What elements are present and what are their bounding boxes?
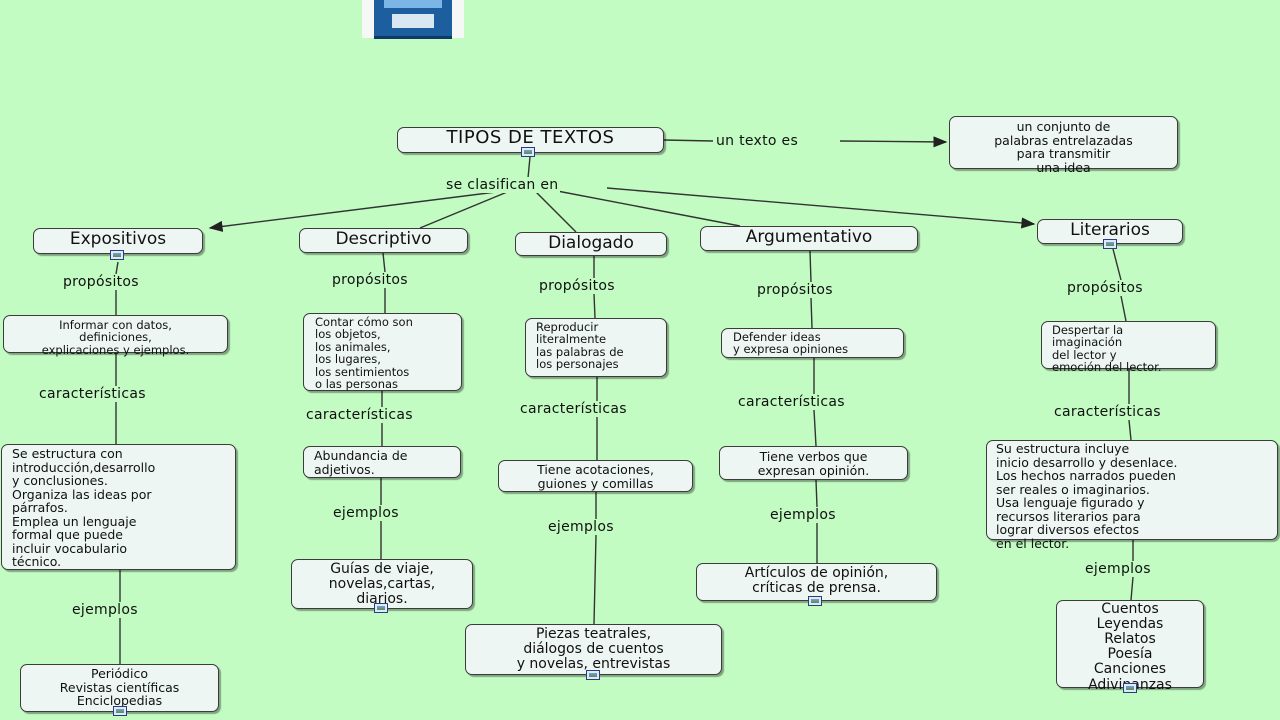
link-label-caracteristicas: características xyxy=(37,386,148,402)
link-label-ejemplos: ejemplos xyxy=(768,507,838,523)
type-expositivos[interactable]: Expositivos xyxy=(33,228,203,254)
resource-icon[interactable] xyxy=(374,603,388,613)
descriptivo-features[interactable]: Abundancia de adjetivos. xyxy=(303,446,461,478)
dialogado-examples[interactable]: Piezas teatrales, diálogos de cuentos y … xyxy=(465,624,722,675)
link-label-propositos: propósitos xyxy=(330,272,410,288)
expositivos-examples[interactable]: Periódico Revistas científicas Enciclope… xyxy=(20,664,219,712)
link-label-propositos: propósitos xyxy=(61,274,141,290)
book-cover-image xyxy=(362,0,464,39)
link-label-propositos: propósitos xyxy=(1065,280,1145,296)
argumentativo-purpose[interactable]: Defender ideas y expresa opiniones xyxy=(721,328,904,358)
link-label-ejemplos: ejemplos xyxy=(331,505,401,521)
link-label-caracteristicas: características xyxy=(1052,404,1163,420)
expositivos-features[interactable]: Se estructura con introducción,desarroll… xyxy=(1,444,236,570)
link-label-un-texto-es: un texto es xyxy=(714,133,801,149)
type-dialogado[interactable]: Dialogado xyxy=(515,232,667,256)
argumentativo-examples[interactable]: Artículos de opinión, críticas de prensa… xyxy=(696,563,937,601)
dialogado-features[interactable]: Tiene acotaciones, guiones y comillas xyxy=(498,460,693,492)
link-label-caracteristicas: características xyxy=(518,401,629,417)
definition-node[interactable]: un conjunto de palabras entrelazadas par… xyxy=(949,116,1178,174)
resource-icon[interactable] xyxy=(521,147,535,157)
resource-icon[interactable] xyxy=(113,706,127,716)
link-label-ejemplos: ejemplos xyxy=(70,602,140,618)
resource-icon[interactable] xyxy=(110,250,124,260)
link-label-ejemplos: ejemplos xyxy=(1083,561,1153,577)
literarios-features[interactable]: Su estructura incluye inicio desarrollo … xyxy=(986,440,1278,550)
expositivos-purpose[interactable]: Informar con datos, definiciones, explic… xyxy=(3,315,228,356)
link-label-propositos: propósitos xyxy=(537,278,617,294)
literarios-purpose[interactable]: Despertar la imaginación del lector y em… xyxy=(1041,321,1216,373)
link-label-caracteristicas: características xyxy=(304,407,415,423)
link-label-propositos: propósitos xyxy=(755,282,835,298)
resource-icon[interactable] xyxy=(808,596,822,606)
link-label-caracteristicas: características xyxy=(736,394,847,410)
type-argumentativo[interactable]: Argumentativo xyxy=(700,226,918,251)
type-descriptivo[interactable]: Descriptivo xyxy=(299,228,468,253)
descriptivo-purpose[interactable]: Contar cómo son los objetos, los animale… xyxy=(303,313,462,391)
link-label-se-clasifican-en: se clasifican en xyxy=(444,177,561,193)
descriptivo-examples[interactable]: Guías de viaje, novelas,cartas, diarios. xyxy=(291,559,473,609)
argumentativo-features[interactable]: Tiene verbos que expresan opinión. xyxy=(719,446,908,480)
literarios-examples[interactable]: Cuentos Leyendas Relatos Poesía Cancione… xyxy=(1056,600,1204,692)
link-label-ejemplos: ejemplos xyxy=(546,519,616,535)
resource-icon[interactable] xyxy=(1123,683,1137,693)
resource-icon[interactable] xyxy=(586,670,600,680)
resource-icon[interactable] xyxy=(1103,239,1117,249)
dialogado-purpose[interactable]: Reproducir literalmente las palabras de … xyxy=(525,318,667,377)
